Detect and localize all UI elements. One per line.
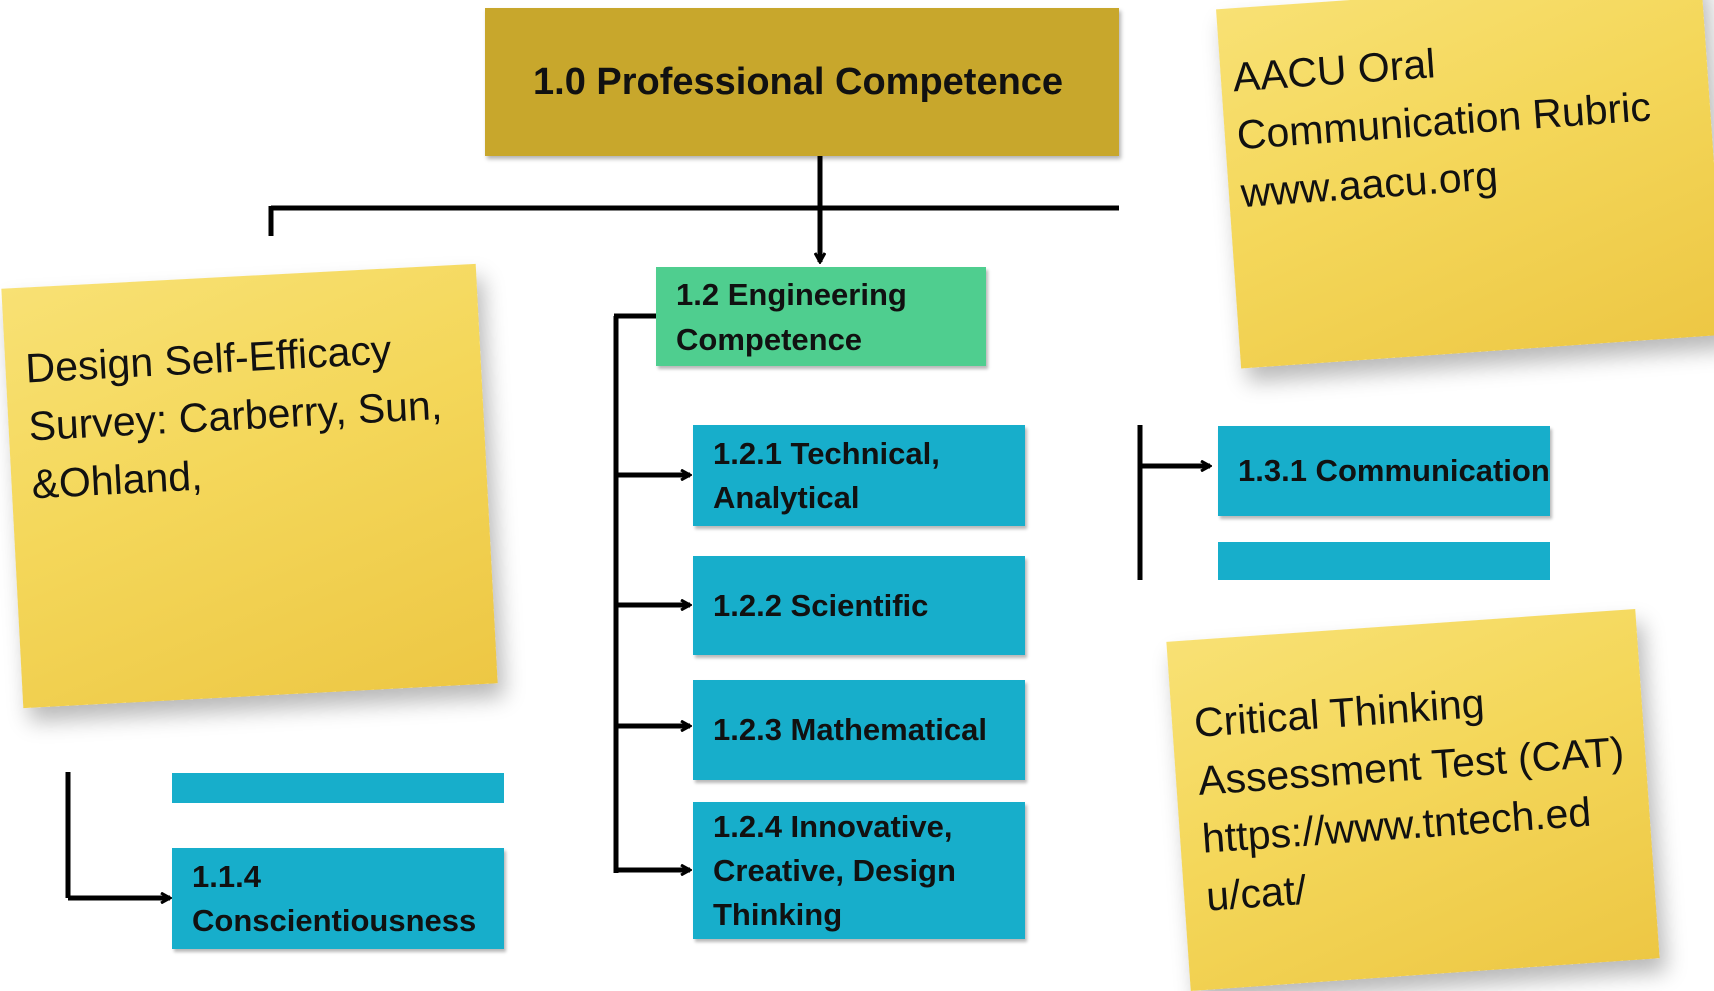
node-label: 1.3.1 Communication <box>1238 453 1550 488</box>
node-engineering-competence: 1.2 Engineering Competence <box>656 267 986 366</box>
connector-lines <box>65 156 1714 949</box>
sticky-note-design-self-efficacy: Design Self-Efficacy Survey: Carberry, S… <box>1 263 498 709</box>
sticky-note-text: Critical Thinking Assessment Test (CAT) … <box>1192 679 1626 920</box>
node-innovative-creative-design: 1.2.4 Innovative, Creative, Design Think… <box>693 802 1025 939</box>
engineering-label: 1.2 Engineering Competence <box>676 276 907 357</box>
node-technical-analytical: 1.2.1 Technical, Analytical <box>693 425 1025 526</box>
node-label: 1.2.2 Scientific <box>713 587 929 623</box>
sticky-note-aacu: AACU Oral Communication Rubric www.aacu.… <box>1216 0 1714 369</box>
node-blank-communication <box>1218 542 1550 580</box>
node-label: 1.2.1 Technical, Analytical <box>713 435 940 515</box>
node-mathematical: 1.2.3 Mathematical <box>693 680 1025 780</box>
node-scientific: 1.2.2 Scientific <box>693 556 1025 655</box>
node-conscientiousness: 1.1.4 Conscientiousness <box>172 848 504 949</box>
sticky-note-text: AACU Oral Communication Rubric www.aacu.… <box>1231 40 1653 217</box>
root-node-professional-competence: 1.0 Professional Competence <box>485 8 1119 156</box>
node-label: 1.2.4 Innovative, Creative, Design Think… <box>713 808 956 932</box>
node-communication: 1.3.1 Communication <box>1218 426 1550 516</box>
node-label: 1.2.3 Mathematical <box>713 712 987 747</box>
sticky-note-text: Design Self-Efficacy Survey: Carberry, S… <box>24 326 444 508</box>
sticky-note-cat: Critical Thinking Assessment Test (CAT) … <box>1166 609 1660 991</box>
root-label: 1.0 Professional Competence <box>533 60 1064 103</box>
node-blank-conscientiousness <box>172 773 504 803</box>
node-label: 1.1.4 Conscientiousness <box>192 858 477 938</box>
